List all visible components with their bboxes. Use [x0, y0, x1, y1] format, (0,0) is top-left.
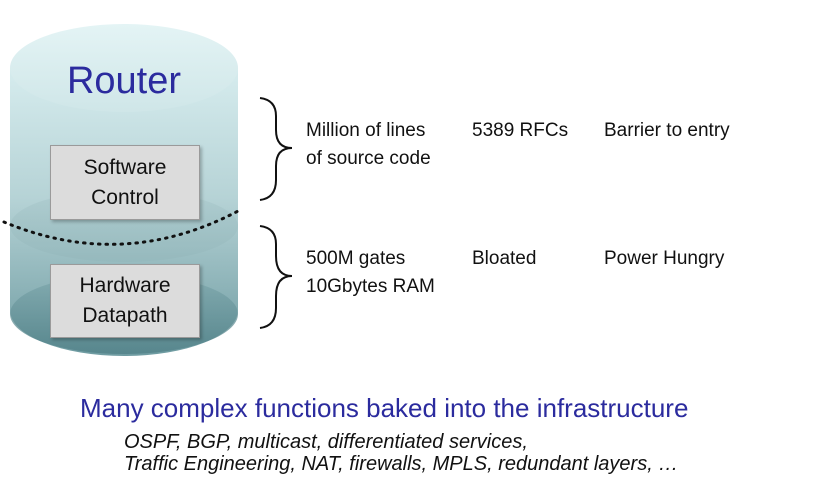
summary-line1: OSPF, BGP, multicast, differentiated ser… [124, 431, 528, 453]
hardware-brace [259, 225, 293, 329]
software-fact-lines: Million of lines of source code [306, 117, 431, 173]
software-box-line1: Software [83, 155, 167, 179]
hardware-datapath-box: Hardware Datapath [50, 264, 200, 338]
hardware-fact-line2: 10Gbytes RAM [306, 276, 435, 297]
hardware-fact-line1: 500M gates [306, 248, 406, 269]
summary-title: Many complex functions baked into the in… [80, 393, 689, 423]
hardware-box-line1: Hardware [79, 274, 171, 297]
software-control-box: Software Control [50, 145, 200, 220]
software-box-line2: Control [91, 185, 159, 209]
software-fact-barrier: Barrier to entry [604, 120, 730, 141]
hardware-fact-power: Power Hungry [604, 248, 725, 269]
router-title: Router [66, 60, 182, 102]
software-fact-line2: of source code [306, 148, 431, 169]
dotted-boundary [2, 208, 242, 246]
summary-line2: Traffic Engineering, NAT, firewalls, MPL… [124, 453, 679, 475]
software-brace [259, 97, 293, 201]
hardware-fact-bloated: Bloated [472, 248, 537, 269]
software-fact-line1: Million of lines [306, 120, 426, 141]
hardware-fact-lines: 500M gates 10Gbytes RAM [306, 245, 435, 301]
software-fact-rfcs: 5389 RFCs [472, 120, 569, 141]
cylinder-top [10, 24, 238, 112]
hardware-box-line2: Datapath [82, 304, 168, 327]
